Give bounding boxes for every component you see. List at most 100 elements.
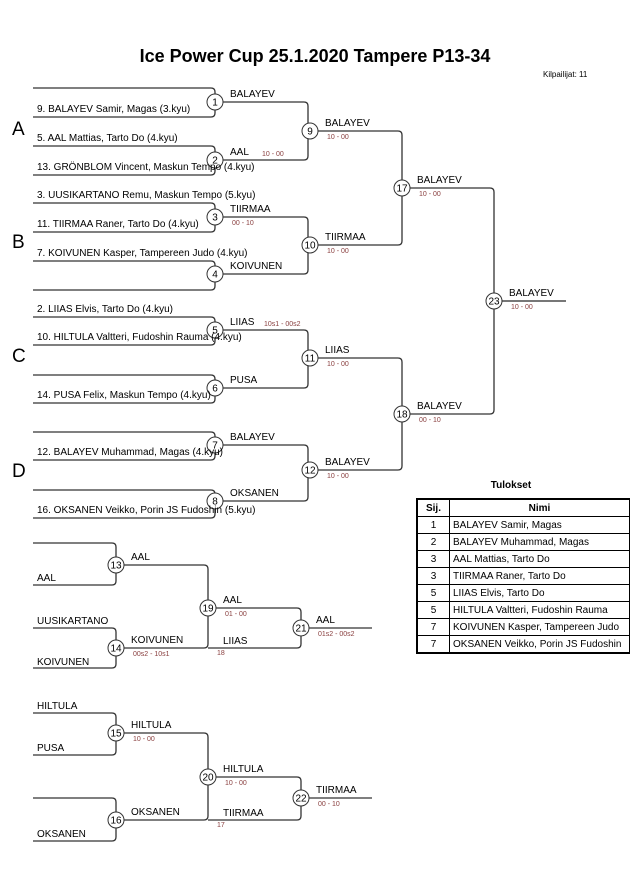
match-score: 10 - 00 xyxy=(419,191,441,198)
match-winner: HILTULA xyxy=(131,720,172,731)
entry: 14. PUSA Felix, Maskun Tempo (4.kyu) xyxy=(37,390,211,401)
match-score: 10 - 00 xyxy=(225,780,247,787)
match-circle xyxy=(292,619,310,637)
rank: 7 xyxy=(416,635,450,654)
match-score: 10 - 00 xyxy=(327,473,349,480)
match-circle xyxy=(206,436,224,454)
match-number: 10 xyxy=(304,241,316,252)
match-number: 16 xyxy=(110,816,122,827)
entry: 10. HILTULA Valtteri, Fudoshin Rauma (4.… xyxy=(37,332,242,343)
entry: 13. GRÖNBLOM Vincent, Maskun Tempo (4.ky… xyxy=(37,162,255,173)
athlete: TIIRMAA Raner, Tarto Do xyxy=(449,567,630,585)
entry: 3. UUSIKARTANO Remu, Maskun Tempo (5.kyu… xyxy=(37,190,256,201)
match-winner: BALAYEV xyxy=(230,89,275,100)
entry: 7. KOIVUNEN Kasper, Tampereen Judo (4.ky… xyxy=(37,248,248,259)
from-match: 18 xyxy=(217,650,225,657)
match-circle xyxy=(206,265,224,283)
results-title: Tulokset xyxy=(490,480,532,491)
match-winner: AAL xyxy=(131,552,150,563)
rep-entry: UUSIKARTANO xyxy=(37,616,109,627)
athlete: BALAYEV Samir, Magas xyxy=(449,516,630,534)
match-circle xyxy=(301,349,319,367)
match-winner: KOIVUNEN xyxy=(131,635,184,646)
rank: 7 xyxy=(416,618,450,636)
match-circle xyxy=(199,599,217,617)
match-winner: KOIVUNEN xyxy=(230,261,283,272)
match-circle xyxy=(301,122,319,140)
match-score: 00s2 - 10s1 xyxy=(133,651,170,658)
match-winner: PUSA xyxy=(230,375,258,386)
match-circle xyxy=(301,236,319,254)
match-winner: OKSANEN xyxy=(230,488,279,499)
match-score: 10 - 00 xyxy=(133,736,155,743)
match-winner: BALAYEV xyxy=(325,118,370,129)
match-score: 00 - 10 xyxy=(419,417,441,424)
match-winner: TIIRMAA xyxy=(325,232,366,243)
match-circle xyxy=(206,321,224,339)
match-score: 10 - 00 xyxy=(511,304,533,311)
athlete: KOIVUNEN Kasper, Tampereen Judo xyxy=(449,618,630,636)
match-number: 5 xyxy=(212,326,218,337)
entry: 12. BALAYEV Muhammad, Magas (4.kyu) xyxy=(37,447,224,458)
group-label-c: C xyxy=(12,346,26,367)
match-number: 18 xyxy=(396,410,408,421)
rank: 1 xyxy=(416,516,450,534)
group-label-b: B xyxy=(12,232,25,253)
match-number: 2 xyxy=(212,156,218,167)
match-number: 20 xyxy=(202,773,214,784)
page-title: Ice Power Cup 25.1.2020 Tampere P13-34 xyxy=(139,46,491,66)
match-number: 13 xyxy=(110,561,122,572)
rank: 2 xyxy=(416,533,450,551)
match-score: 10 - 00 xyxy=(327,134,349,141)
match-number: 14 xyxy=(110,644,122,655)
match-number: 8 xyxy=(212,497,218,508)
rank: 3 xyxy=(416,567,450,585)
match-circle xyxy=(199,768,217,786)
match-winner: LIIAS xyxy=(230,317,255,328)
connector-line xyxy=(310,130,403,246)
entry: 9. BALAYEV Samir, Magas (3.kyu) xyxy=(37,104,191,115)
athlete: HILTULA Valtteri, Fudoshin Rauma xyxy=(449,601,630,619)
match-winner: TIIRMAA xyxy=(316,785,357,796)
athlete: OKSANEN Veikko, Porin JS Fudoshin xyxy=(449,635,630,654)
match-number: 9 xyxy=(307,127,313,138)
group-label-d: D xyxy=(12,461,26,482)
match-score: 00 - 10 xyxy=(318,801,340,808)
rank: 3 xyxy=(416,550,450,568)
match-winner: AAL xyxy=(230,147,249,158)
from-match: 17 xyxy=(217,822,225,829)
match-circle xyxy=(485,292,503,310)
connector-line xyxy=(310,357,403,471)
rep-entry: OKSANEN xyxy=(37,829,86,840)
connector-line xyxy=(33,260,216,291)
group-label-a: A xyxy=(12,119,25,140)
col-header: Nimi xyxy=(449,498,630,517)
match-score: 01 - 00 xyxy=(225,611,247,618)
match-winner: BALAYEV xyxy=(325,457,370,468)
match-number: 21 xyxy=(295,624,307,635)
match-winner: AAL xyxy=(316,615,335,626)
match-number: 6 xyxy=(212,384,218,395)
match-score: 10 - 00 xyxy=(327,361,349,368)
match-winner: BALAYEV xyxy=(417,175,462,186)
athlete: BALAYEV Muhammad, Magas xyxy=(449,533,630,551)
match-number: 23 xyxy=(488,297,500,308)
match-circle xyxy=(107,724,125,742)
match-circle xyxy=(206,208,224,226)
match-circle xyxy=(206,492,224,510)
rep-entry: AAL xyxy=(37,573,56,584)
match-winner: OKSANEN xyxy=(131,807,180,818)
rep-entry: HILTULA xyxy=(37,701,78,712)
competitor-count: Kilpailijat: 11 xyxy=(543,70,588,79)
match-circle xyxy=(107,639,125,657)
match-score: 10 - 00 xyxy=(262,151,284,158)
match-circle xyxy=(107,811,125,829)
match-number: 17 xyxy=(396,184,408,195)
